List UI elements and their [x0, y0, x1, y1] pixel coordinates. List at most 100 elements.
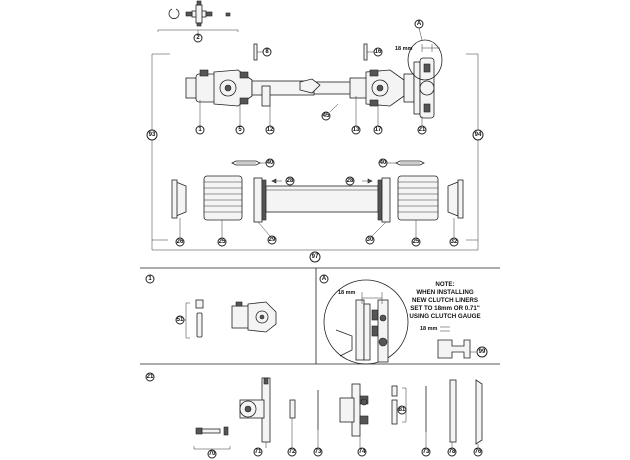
- bearing-ring-left: [253, 177, 267, 223]
- svg-text:26: 26: [177, 239, 184, 245]
- snap-ring: [168, 8, 180, 19]
- end-cone-left: [171, 179, 187, 219]
- callout-70: 70: [207, 449, 217, 459]
- svg-text:25: 25: [413, 239, 420, 245]
- callout-13: 13: [351, 125, 361, 135]
- inner-yoke-assembly: [185, 69, 253, 107]
- callout-97: 97: [309, 251, 321, 263]
- svg-text:94: 94: [475, 132, 482, 138]
- callout-12: 12: [265, 125, 275, 135]
- outer-yoke-assembly: [349, 69, 405, 107]
- callout-73-left: 73: [313, 447, 323, 457]
- callout-74: 74: [357, 447, 367, 457]
- shield-tube: [265, 185, 379, 213]
- svg-text:1: 1: [198, 127, 202, 133]
- callout-28-left: 28: [285, 176, 295, 186]
- svg-text:81: 81: [399, 407, 406, 413]
- clutch-gauge: [437, 339, 471, 359]
- callout-51: 51: [175, 315, 185, 325]
- end-plate: [475, 379, 483, 445]
- hub-spacer: [289, 399, 296, 419]
- callout-21: 21: [417, 125, 427, 135]
- panel-21-label: 21: [145, 372, 155, 382]
- svg-text:25: 25: [219, 239, 226, 245]
- dimension-18mm-panel-a: 18 mm: [338, 290, 356, 296]
- svg-text:28: 28: [287, 178, 294, 184]
- svg-text:28: 28: [347, 178, 354, 184]
- callout-32: 32: [449, 237, 459, 247]
- svg-text:29: 29: [269, 237, 276, 243]
- callout-2: 2: [193, 33, 203, 43]
- callout-17: 17: [373, 125, 383, 135]
- svg-text:8: 8: [265, 49, 269, 55]
- callout-94: 94: [472, 129, 484, 141]
- callout-71: 71: [253, 447, 263, 457]
- svg-text:12: 12: [267, 127, 274, 133]
- installation-note: NOTE: WHEN INSTALLING NEW CLUTCH LINERS …: [409, 281, 480, 320]
- svg-text:93: 93: [149, 132, 156, 138]
- svg-text:71: 71: [255, 449, 262, 455]
- detail-a-gauge: 18 mm: [395, 39, 443, 81]
- callout-40-left: 40: [265, 158, 275, 168]
- callout-26: 26: [175, 237, 185, 247]
- svg-text:NOTE:: NOTE:: [435, 281, 454, 288]
- callout-40-right: 40: [378, 158, 388, 168]
- shield-cone-right: [397, 175, 439, 221]
- svg-text:17: 17: [375, 127, 382, 133]
- svg-text:32: 32: [451, 239, 458, 245]
- callout-72: 72: [287, 447, 297, 457]
- svg-text:73: 73: [423, 449, 430, 455]
- safety-chain-left: [231, 160, 261, 166]
- callout-1: 1: [195, 125, 205, 135]
- svg-text:73: 73: [315, 449, 322, 455]
- callout-25-left: 25: [217, 237, 227, 247]
- svg-text:A: A: [322, 276, 327, 282]
- svg-text:SET TO 18mm OR 0.71": SET TO 18mm OR 0.71": [410, 305, 480, 312]
- svg-text:WHEN INSTALLING: WHEN INSTALLING: [416, 289, 473, 296]
- bearing-ring-right: [377, 177, 391, 223]
- svg-text:1: 1: [148, 276, 152, 282]
- callout-25-right: 25: [411, 237, 421, 247]
- svg-text:NEW CLUTCH LINERS: NEW CLUTCH LINERS: [412, 297, 478, 304]
- callout-73-right: 73: [421, 447, 431, 457]
- callout-30: 30: [365, 235, 375, 245]
- callout-78: 78: [447, 447, 457, 457]
- callout-76: 76: [473, 447, 483, 457]
- svg-text:99: 99: [479, 349, 486, 355]
- svg-text:21: 21: [419, 127, 426, 133]
- bolt-nut-kit: [195, 426, 229, 436]
- svg-text:USING CLUTCH GAUGE: USING CLUTCH GAUGE: [409, 313, 480, 320]
- clutch-detail-a: [323, 279, 409, 365]
- safety-chain-right: [395, 160, 425, 166]
- svg-text:72: 72: [289, 449, 296, 455]
- svg-text:78: 78: [449, 449, 456, 455]
- callout-28-right: 28: [345, 176, 355, 186]
- svg-text:97: 97: [312, 254, 319, 260]
- svg-text:70: 70: [209, 451, 216, 457]
- callout-a-top: A: [414, 19, 424, 29]
- inner-yoke-detail: [231, 301, 277, 333]
- svg-text:13: 13: [353, 127, 360, 133]
- clutch-springs: [391, 385, 407, 425]
- end-cone-right: [447, 179, 464, 219]
- svg-text:16: 16: [375, 49, 382, 55]
- svg-text:40: 40: [380, 160, 387, 166]
- callout-8: 8: [262, 47, 272, 57]
- pressure-plate: [339, 383, 369, 437]
- svg-text:A: A: [417, 21, 422, 27]
- callout-45: 45: [321, 111, 331, 121]
- svg-text:74: 74: [359, 449, 366, 455]
- svg-text:5: 5: [238, 127, 242, 133]
- callout-29: 29: [267, 235, 277, 245]
- svg-text:30: 30: [367, 237, 374, 243]
- intermediate-plate: [449, 379, 457, 443]
- svg-text:21: 21: [147, 374, 154, 380]
- spring-pin-8: [253, 43, 258, 61]
- panel-1-label: 1: [145, 274, 155, 284]
- grease-fitting: [225, 12, 231, 17]
- dimension-18mm-gauge: 18 mm: [420, 326, 438, 332]
- svg-text:45: 45: [323, 113, 330, 119]
- clutch-hub: [239, 377, 271, 443]
- panel-a-label: A: [319, 274, 329, 284]
